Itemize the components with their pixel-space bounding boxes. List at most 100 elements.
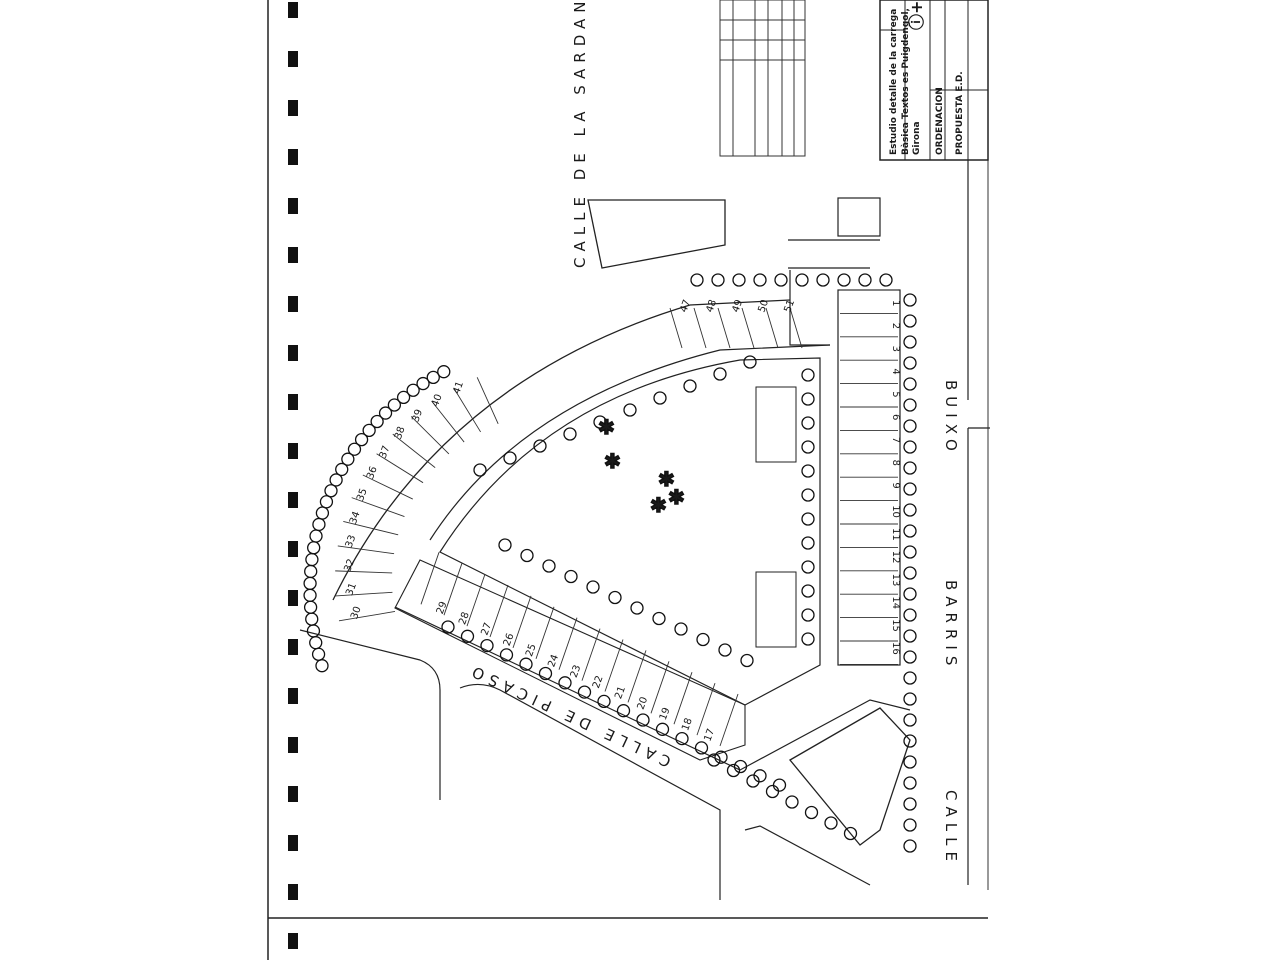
stall-number-arc: 36: [365, 465, 380, 481]
building-top: [587, 199, 726, 269]
tree-icon: [804, 805, 819, 820]
stall-number-bottom: 22: [591, 674, 606, 690]
tree-icon: [309, 636, 323, 650]
tree-icon: [303, 588, 317, 602]
stall-number-right: 2: [890, 323, 901, 329]
stall-number-arc: 37: [378, 444, 393, 460]
tree-icon: [520, 548, 534, 563]
stall-number-right: 7: [890, 437, 901, 443]
tree-icon: [903, 650, 917, 664]
tree-icon: [307, 541, 321, 555]
tree-icon: [683, 379, 697, 393]
stall-number-arc: 34: [348, 510, 363, 526]
tree-icon: [801, 560, 815, 574]
stall-divider: [343, 520, 399, 536]
stall-number-right: 4: [890, 368, 901, 374]
tree-icon: [733, 759, 748, 774]
tree-icon: [903, 419, 917, 433]
stall-number-arc: 35: [355, 487, 370, 503]
tree-icon: [801, 608, 815, 622]
stall-number-arc: 31: [344, 581, 359, 597]
stall-number-top: 49: [730, 298, 745, 314]
tree-icon: [362, 423, 376, 438]
stall-divider: [335, 591, 393, 597]
tree-icon: [903, 608, 917, 622]
stall-divider: [362, 474, 413, 500]
binder-hole: [288, 100, 298, 116]
tree-icon: [801, 536, 815, 550]
tree-icon: [732, 273, 746, 287]
tree-icon: [903, 797, 917, 811]
stall-divider: [337, 545, 395, 555]
stall-divider: [669, 307, 683, 349]
tree-icon: [816, 273, 830, 287]
stall-number-arc: 41: [451, 380, 466, 396]
stall-divider: [392, 433, 436, 468]
tree-icon: [341, 452, 355, 466]
tree-icon: [837, 273, 851, 287]
stall-number-right: 8: [890, 460, 901, 466]
stall-divider: [581, 628, 601, 681]
tree-icon: [714, 750, 728, 764]
stall-divider: [376, 453, 424, 484]
tree-icon: [636, 713, 650, 727]
stall-number-right: 15: [890, 619, 901, 632]
tree-icon: [903, 503, 917, 517]
stall-divider: [673, 672, 693, 725]
tree-icon: [533, 439, 547, 453]
stall-numbers: 1234567891011121314151617181920212223242…: [342, 298, 901, 743]
tree-icon: [801, 464, 815, 478]
tree-icon: [305, 612, 319, 626]
tree-icon: [675, 731, 689, 746]
arc-garden-boundary: [439, 357, 821, 706]
binder-hole: [288, 786, 298, 802]
binder-hole: [288, 884, 298, 900]
stall-divider: [789, 307, 803, 349]
tree-icon: [772, 778, 787, 792]
title-ordenacion: ORDENACION: [935, 87, 945, 155]
tree-icon: [653, 391, 667, 405]
tree-icon: [303, 576, 317, 591]
tree-icon: [743, 355, 757, 369]
stall-divider: [693, 307, 707, 349]
stall-number-bottom: 19: [658, 706, 673, 722]
street-calle: CALLE: [942, 790, 960, 867]
title-block: [879, 0, 989, 161]
tree-icon: [694, 741, 709, 755]
stall-divider: [410, 416, 450, 455]
tree-icon: [903, 398, 917, 412]
tree-icon: [843, 826, 858, 841]
tree-icon: [718, 643, 732, 657]
stall-number-bottom: 24: [546, 653, 561, 669]
palm-trees: ✱ ✱ ✱ ✱ ✱: [597, 414, 685, 517]
palm-icon: ✱: [658, 467, 675, 491]
tree-icon: [903, 629, 917, 643]
stall-number-right: 14: [890, 596, 901, 609]
tree-icon: [312, 517, 326, 532]
tree-icon: [903, 335, 917, 349]
stall-number-bottom: 26: [502, 632, 517, 648]
tree-icon: [903, 776, 917, 790]
stall-divider: [489, 584, 509, 638]
tree-icon: [903, 461, 917, 475]
stall-number-right: 10: [890, 505, 901, 518]
stall-divider: [453, 387, 481, 433]
tree-icon: [801, 416, 815, 430]
binder-hole: [288, 247, 298, 263]
tree-icon: [801, 488, 815, 502]
title-line3: Girona: [912, 121, 922, 155]
tree-icon: [765, 784, 780, 799]
tree-icon: [753, 273, 767, 287]
binder-hole: [288, 345, 298, 361]
tree-icon: [319, 495, 334, 509]
tree-icon: [795, 273, 809, 287]
stall-divider: [420, 552, 440, 605]
tree-icon: [690, 273, 704, 287]
tree-icon: [499, 648, 514, 662]
tree-icon: [630, 601, 644, 615]
small-building-top-right: [837, 197, 881, 237]
tree-icon: [324, 484, 338, 498]
tree-icon: [903, 440, 917, 454]
stall-number-arc: 39: [410, 408, 425, 424]
